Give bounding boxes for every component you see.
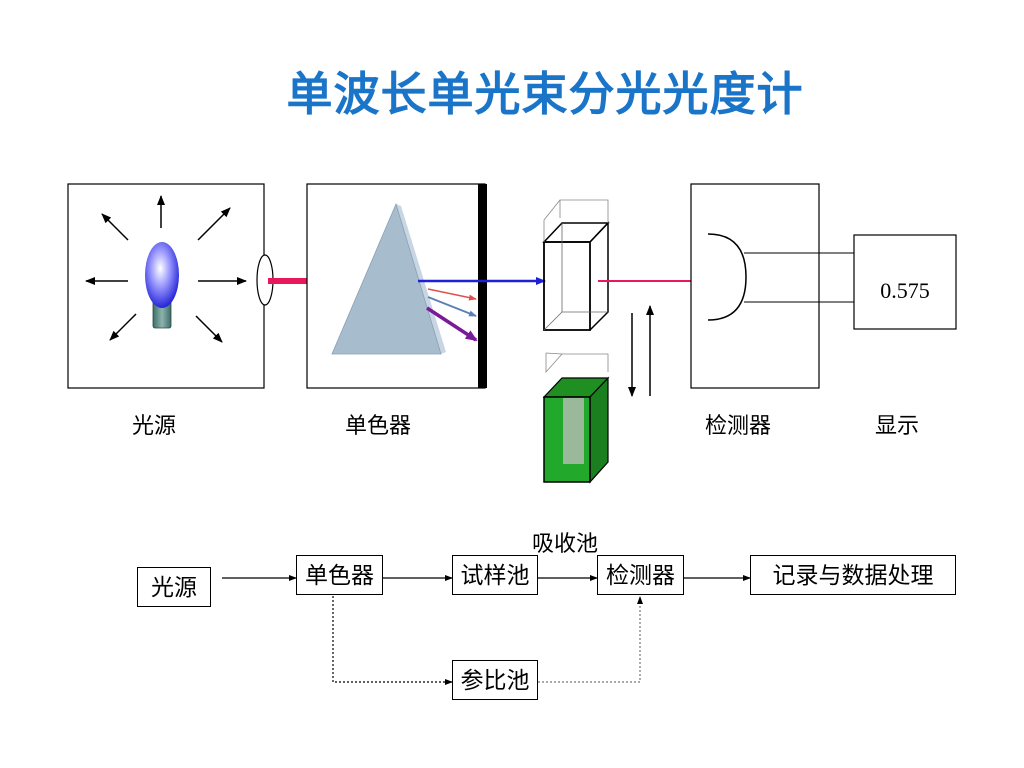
radiation-arrows	[85, 195, 247, 343]
lamp-icon	[145, 242, 179, 329]
photocell-icon	[707, 233, 747, 321]
sample-cell-icon	[542, 199, 610, 331]
flow-reference-cell-box: 参比池	[452, 660, 538, 700]
slide-title: 单波长单光束分光光度计	[286, 67, 804, 121]
flow-detector-box: 检测器	[597, 555, 684, 595]
dispersed-steel-ray	[427, 296, 477, 317]
flow-light-source-box: 光源	[137, 567, 211, 607]
flow-recorder-box: 记录与数据处理	[750, 555, 956, 595]
detector-box	[690, 183, 854, 389]
reference-cell-icon	[542, 352, 610, 484]
prism-icon	[331, 202, 446, 355]
detector-label: 检测器	[705, 414, 772, 439]
flow-sample-cell-box: 试样池	[452, 555, 538, 595]
flow-monochromator-box: 单色器	[296, 555, 383, 595]
display-reading: 0.575	[880, 278, 930, 303]
cell-label: 吸收池	[532, 532, 599, 557]
dispersed-red-ray	[427, 288, 477, 301]
display-box	[853, 234, 957, 330]
light-source-label: 光源	[132, 414, 177, 439]
flowchart-connectors	[222, 575, 751, 685]
monochromator-box	[306, 183, 546, 389]
cell-exchange-arrows	[628, 305, 654, 397]
exit-slit	[478, 184, 487, 388]
display-label: 显示	[875, 414, 920, 439]
dispersed-purple-ray	[426, 306, 478, 342]
light-source-box	[67, 183, 265, 389]
monochromator-label: 单色器	[345, 414, 412, 439]
